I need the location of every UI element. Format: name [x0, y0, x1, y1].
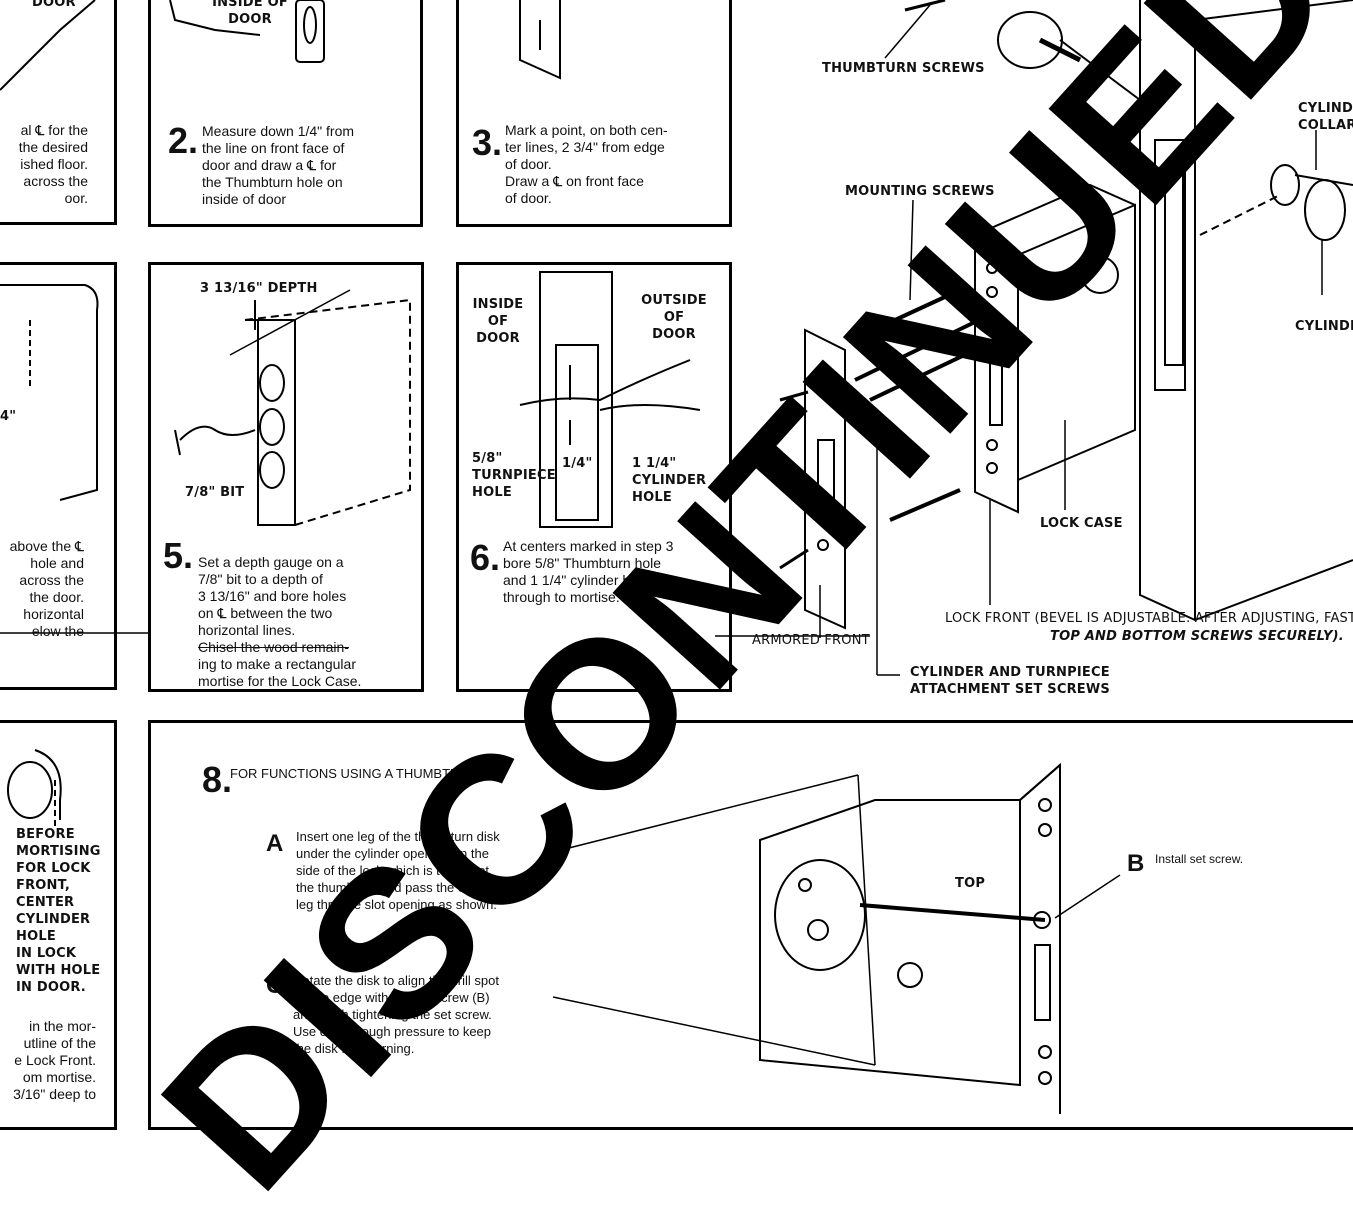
step6-inside-label: INSIDE OF DOOR [472, 297, 524, 346]
step6-panel [456, 262, 732, 692]
step6-number: 6. [470, 537, 501, 578]
mounting-screws-label: MOUNTING SCREWS [845, 184, 995, 199]
step7-text: in the mor- utline of the e Lock Front. … [13, 1018, 96, 1102]
step8-a-text: Insert one leg of the thumbturn disk und… [296, 829, 500, 912]
step6-turnpiece-label: 5/8" TURNPIECE HOLE [472, 451, 556, 500]
step5-text-main: Set a depth gauge on a 7/8" bit to a dep… [198, 554, 347, 638]
step3-panel [456, 0, 732, 227]
step5-text: Set a depth gauge on a 7/8" bit to a dep… [198, 537, 408, 707]
step4-text: above the ℄ hole and across the the door… [9, 538, 84, 639]
cylinder-label: CYLINDER [1295, 319, 1353, 334]
step7-mortise-note: BEFORE MORTISING FOR LOCK FRONT, CENTER … [16, 827, 101, 995]
cylinder-collar-label: CYLINDE COLLAR [1298, 101, 1353, 133]
step8-a-letter: A [266, 830, 284, 857]
step3-text: Mark a point, on both cen- ter lines, 2 … [505, 122, 668, 206]
step5-panel [148, 262, 424, 692]
step8-b-text: Install set screw. [1155, 852, 1244, 866]
step3-number: 3. [472, 122, 503, 163]
step1-door-label: DOOR [32, 0, 76, 10]
step2-panel [148, 0, 423, 227]
step2-number: 2. [168, 120, 199, 161]
step5-number: 5. [163, 535, 194, 576]
set-screws-label: CYLINDER AND TURNPIECE ATTACHMENT SET SC… [910, 665, 1110, 697]
lock-case-label: LOCK CASE [1040, 516, 1123, 531]
step2-inside-door-label: INSIDE OF DOOR [212, 0, 288, 27]
lock-front-label: LOCK FRONT (BEVEL IS ADJUSTABLE. AFTER A… [945, 611, 1353, 626]
step8-c-text: Rotate the disk to align the drill spot … [293, 973, 499, 1056]
step1-text: al ℄ for the the desired ished floor. ac… [18, 122, 88, 206]
step5-bit-label: 7/8" BIT [185, 485, 245, 500]
thumbturn-screws-label: THUMBTURN SCREWS [822, 61, 985, 76]
step2-text: Measure down 1/4" from the line on front… [202, 123, 355, 207]
step5-depth-label: 3 13/16" DEPTH [200, 281, 318, 296]
step6-outside-label: OUTSIDE OF DOOR [641, 293, 707, 342]
step8-b-letter: B [1127, 850, 1145, 877]
lock-front-label-2: TOP AND BOTTOM SCREWS SECURELY). [1050, 629, 1344, 644]
step8-c-letter: C [266, 972, 284, 999]
step6-cylinder-label: 1 1/4" CYLINDER HOLE [632, 456, 707, 505]
step8-number: 8. [202, 759, 233, 800]
step5-text-strike: Chisel the wood remain- [198, 639, 349, 655]
step8-top-label: TOP [955, 876, 986, 891]
step5-text-after: ing to make a rectangular mortise for th… [198, 656, 362, 689]
step6-text: At centers marked in step 3 bore 5/8" Th… [503, 538, 674, 605]
step4-partial-label: 4" [0, 409, 17, 424]
step4-panel [0, 262, 117, 690]
step6-quarter-label: 1/4" [562, 456, 593, 471]
step1-panel [0, 0, 117, 225]
step8-title: FOR FUNCTIONS USING A THUMBTURN: [230, 766, 482, 781]
armored-front-label: ARMORED FRONT [752, 633, 870, 648]
